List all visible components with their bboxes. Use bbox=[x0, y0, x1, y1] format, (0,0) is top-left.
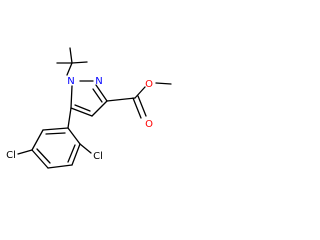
atom-label-n2: N bbox=[95, 76, 102, 87]
bond-ar2-ar3 bbox=[71, 143, 81, 166]
bond-carbonyl-o-double-1 bbox=[132, 97, 142, 119]
atom-label-n1: N bbox=[67, 76, 74, 87]
bond-ar3-ar4 bbox=[47, 164, 73, 169]
bond-c5-aryl bbox=[67, 107, 72, 129]
bond-tbu-methyl-top bbox=[69, 47, 73, 64]
bond-c3-carbonyl bbox=[106, 97, 136, 102]
bond-ar5-ar6 bbox=[31, 129, 44, 151]
bond-ar1-ar2 bbox=[67, 127, 81, 145]
atom-label-cl-para: Cl bbox=[6, 150, 16, 161]
atom-label-cl-ortho: Cl bbox=[93, 151, 103, 162]
bond-c3-c4 bbox=[91, 100, 108, 117]
bond-ar6-ar1-inner bbox=[45, 132, 66, 135]
bond-c4-c5 bbox=[70, 107, 93, 117]
bond-tbu-n1 bbox=[66, 62, 73, 76]
bond-c4-c5-double bbox=[74, 104, 91, 112]
bond-carbonyl-o-ester bbox=[134, 86, 146, 99]
atom-label-o-ester: O bbox=[145, 79, 153, 90]
bond-ar5-cl bbox=[17, 149, 33, 155]
bond-ar2-cl bbox=[79, 143, 92, 154]
bond-c5-n1 bbox=[70, 85, 73, 109]
bond-ar4-ar5 bbox=[31, 149, 49, 169]
chemical-structure-diagram: N N O O Cl Cl bbox=[6, 47, 172, 169]
bond-n2-c3 bbox=[95, 84, 108, 102]
bond-n2-c3-double bbox=[92, 88, 103, 103]
bond-o-methyl bbox=[155, 82, 172, 85]
bond-tbu-methyl-right bbox=[71, 61, 88, 64]
bond-ar4-ar5-inner bbox=[36, 148, 51, 164]
atom-label-o-carbonyl: O bbox=[145, 119, 153, 130]
bond-carbonyl-o-double-2 bbox=[137, 95, 147, 117]
bond-ar2-ar3-inner bbox=[67, 144, 76, 163]
bond-ar6-ar1 bbox=[42, 127, 69, 131]
